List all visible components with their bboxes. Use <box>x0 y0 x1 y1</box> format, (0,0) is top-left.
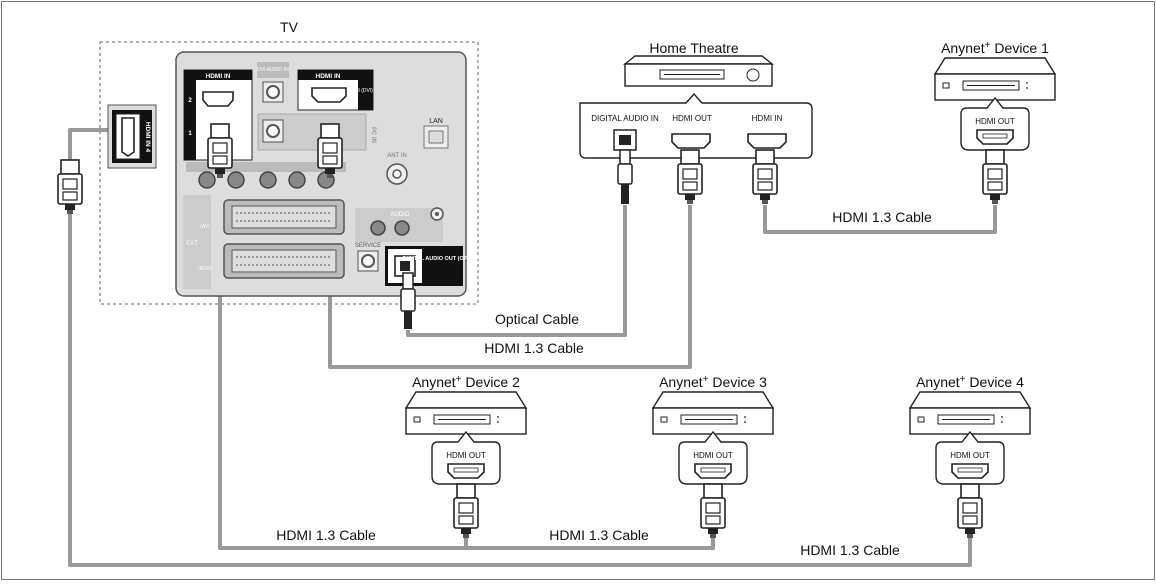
device-4-title: Anynet+ Device 4 <box>916 374 1024 390</box>
hdmi-cable-d4-label: HDMI 1.3 Cable <box>800 542 900 558</box>
cable-hdmi-ht-d1 <box>763 205 997 234</box>
ht-hdmi-out-plug <box>677 149 703 205</box>
lan-label: LAN <box>429 118 443 125</box>
ext-label: EXT <box>186 241 198 247</box>
device-1-title: Anynet+ Device 1 <box>941 40 1049 56</box>
hdmi-in-right-label: HDMI IN <box>316 73 341 80</box>
ext-rgb-label: (RGB) <box>198 266 213 272</box>
hdmi-in-4-plug <box>57 159 83 215</box>
anynet-device-2: Anynet+ Device 2 HDMI OUT <box>405 374 527 485</box>
hdmi-3-label: 3 (DVI) <box>357 88 373 94</box>
hdmi-in-4-label: HDMI IN 4 <box>144 122 151 153</box>
anynet-device-1: Anynet+ Device 1 HDMI OUT <box>934 40 1056 151</box>
ht-port-digital-audio-in: DIGITAL AUDIO IN <box>591 114 659 123</box>
tv-optical-plug <box>400 272 416 329</box>
dvi-audio-in-tag <box>257 62 289 78</box>
optical-cable-label: Optical Cable <box>495 311 579 327</box>
device-3-title: Anynet+ Device 3 <box>659 374 767 390</box>
hdmi-in-left-label: HDMI IN <box>206 73 231 80</box>
hdmi-cable-d3-label: HDMI 1.3 Cable <box>549 527 649 543</box>
dvi-audio-in-label: DVI AUDIO IN <box>257 67 289 73</box>
ht-optical-plug <box>617 149 633 204</box>
device-2-title: Anynet+ Device 2 <box>412 374 520 390</box>
hdmi-port-2-label: 2 <box>188 97 192 104</box>
tv-outline <box>99 41 479 305</box>
tv-title: TV <box>280 19 299 35</box>
hdmi-port-1-label: 1 <box>188 130 192 137</box>
home-theatre-title: Home Theatre <box>649 40 738 56</box>
hdmi-in-left-side <box>184 80 196 160</box>
ht-port-hdmi-in: HDMI IN <box>752 114 783 123</box>
device-2-port: HDMI OUT <box>446 451 486 460</box>
device-4-port: HDMI OUT <box>950 451 990 460</box>
anynet-device-3: Anynet+ Device 3 HDMI OUT <box>652 374 774 485</box>
device-1-port: HDMI OUT <box>975 117 1015 126</box>
hdmi-cable-ht-d1-label: HDMI 1.3 Cable <box>832 209 932 225</box>
hdmi-port-2 <box>202 91 234 107</box>
device-1-plug <box>982 149 1008 205</box>
pc-in-label: PC IN <box>370 127 376 143</box>
device-3-port: HDMI OUT <box>693 451 733 460</box>
ht-port-hdmi-out: HDMI OUT <box>672 114 712 123</box>
audio-label: AUDIO <box>390 212 409 218</box>
hdmi-in-left-header <box>184 70 252 80</box>
device-4-plug <box>957 483 983 539</box>
hdmi-port-3 <box>311 87 347 103</box>
service-label: SERVICE <box>355 243 381 249</box>
tv: TV HDMI IN 2 1 DVI AUDIO IN HDMI IN 3 (D… <box>99 19 486 305</box>
ht-hdmi-in-plug <box>752 149 778 205</box>
cable-optical <box>406 205 627 337</box>
hdmi-cable-d2-label: HDMI 1.3 Cable <box>276 527 376 543</box>
device-2-plug <box>453 483 479 539</box>
device-3-plug <box>700 483 726 539</box>
hdmi-cable-tv-ht-label: HDMI 1.3 Cable <box>484 340 584 356</box>
anynet-device-4: Anynet+ Device 4 HDMI OUT <box>909 374 1031 485</box>
cable-hdmi-device4 <box>68 128 972 567</box>
ext-av-label: (AV) <box>200 224 210 230</box>
ant-in-label: ANT IN <box>387 153 407 159</box>
ext-area <box>183 195 211 289</box>
home-theatre: Home Theatre DIGITAL AUDIO IN HDMI OUT H… <box>579 40 813 159</box>
digital-audio-out-label: DIGITAL AUDIO OUT (OPTICAL) <box>402 256 485 262</box>
